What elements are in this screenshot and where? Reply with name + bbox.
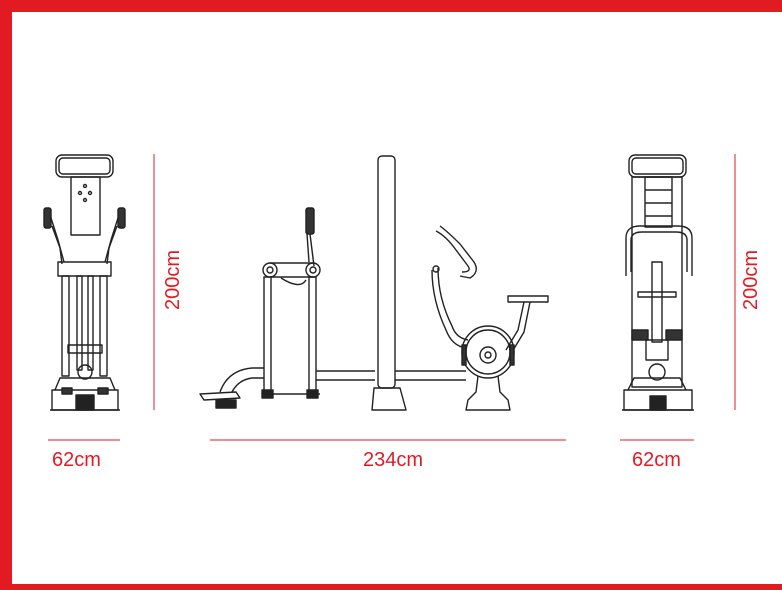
rear-width-label: 62cm [632,449,681,471]
front-width-label: 62cm [52,449,101,471]
rear-view-drawing [622,154,694,411]
frame-border-bottom [0,584,782,590]
front-view-drawing [43,154,126,411]
side-width-label: 234cm [363,449,424,471]
side-view-drawing [199,155,549,411]
frame-border-left [0,0,12,590]
front-height-label: 200cm [162,249,184,310]
rear-height-label: 200cm [740,249,762,310]
frame-border-top [0,0,782,12]
